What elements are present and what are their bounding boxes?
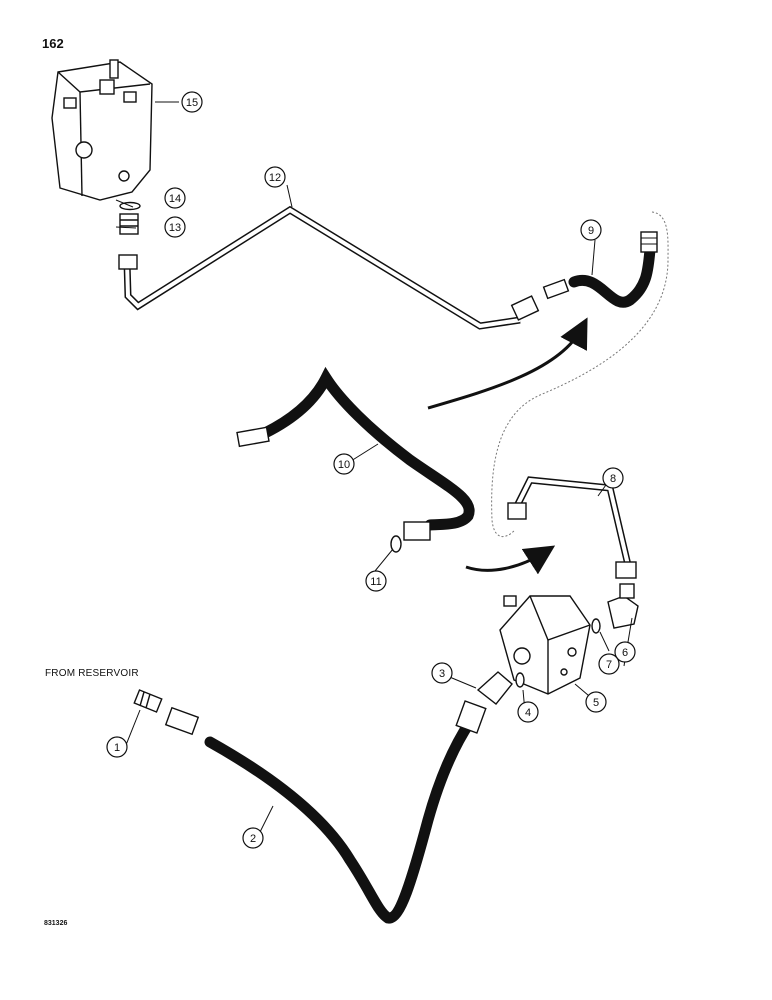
page-number: 162 [42, 36, 64, 51]
callout-4: 4 [525, 707, 531, 719]
callout-14: 14 [169, 193, 181, 205]
callout-6: 6 [622, 647, 628, 659]
callout-numbers: 1 2 3 4 5 6 7 8 9 10 11 12 13 14 15 [114, 97, 628, 845]
flow-arrow-lower [465, 545, 556, 575]
elbow-fitting-6 [591, 583, 639, 634]
hydraulic-pump [499, 595, 591, 695]
callout-2: 2 [250, 833, 256, 845]
steel-tube-8 [512, 476, 632, 566]
callout-circles [106, 91, 636, 849]
callout-leaders [115, 101, 633, 839]
figure-code: 831326 [44, 920, 68, 927]
hose-9 [542, 231, 658, 308]
hose-2 [164, 700, 487, 924]
callout-8: 8 [610, 473, 616, 485]
tube-nuts-8 [507, 502, 637, 579]
steel-tube-12 [123, 205, 521, 330]
from-reservoir-label: FROM RESERVOIR [45, 668, 139, 679]
elbow-fitting-3 [476, 671, 525, 705]
control-valve [51, 59, 153, 201]
hose-10 [236, 366, 475, 553]
callout-11: 11 [370, 576, 381, 588]
callout-13: 13 [169, 222, 181, 234]
callout-12: 12 [269, 172, 281, 184]
connection-dashed-line [491, 211, 669, 538]
callout-10: 10 [338, 459, 350, 471]
callout-3: 3 [439, 668, 445, 680]
callout-7: 7 [606, 659, 612, 671]
callout-15: 15 [186, 97, 198, 109]
flow-arrow-upper [427, 317, 588, 410]
adapter-fitting-1 [133, 689, 163, 713]
callout-9: 9 [588, 225, 594, 237]
callout-1: 1 [114, 742, 120, 754]
tube-nuts-12 [118, 254, 540, 321]
valve-adapter-fittings [119, 201, 141, 235]
callout-5: 5 [593, 697, 599, 709]
